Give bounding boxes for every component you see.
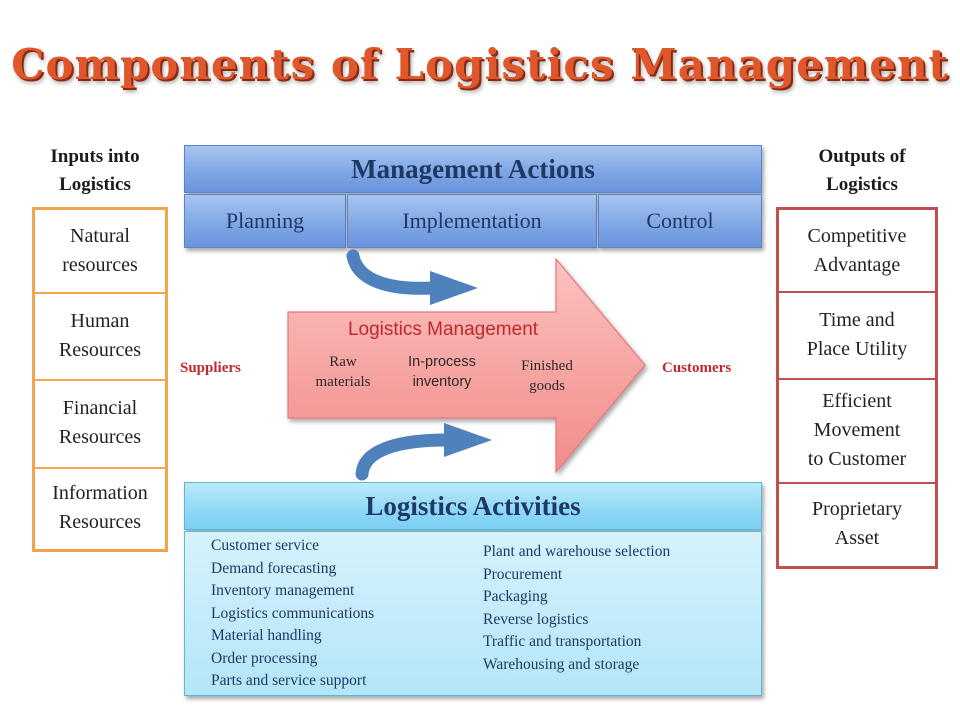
output-proprietary-asset: Proprietary Asset [779, 482, 935, 566]
input-line: Financial [62, 397, 138, 419]
output-efficient-movement: Efficient Movement to Customer [779, 378, 935, 484]
output-time-place-utility: Time and Place Utility [779, 291, 935, 380]
activity-item: Packaging [483, 588, 548, 605]
stage-in-process-inventory: In-process inventory [392, 352, 492, 392]
customers-label: Customers [662, 360, 732, 376]
activities-list-left: Customer service Demand forecasting Inve… [211, 535, 374, 693]
stage-finished-goods: Finished goods [502, 356, 592, 396]
logistics-management-arrow [287, 257, 646, 474]
stage-raw-materials: Raw materials [298, 352, 388, 392]
input-human-resources: Human Resources [35, 292, 165, 381]
management-cell-control: Control [598, 194, 762, 248]
stage-line: inventory [412, 374, 472, 390]
activities-list-right: Plant and warehouse selection Procuremen… [483, 541, 670, 676]
activity-item: Warehousing and storage [483, 655, 640, 673]
outputs-column: Competitive Advantage Time and Place Uti… [776, 207, 938, 569]
activity-item: Logistics communications [211, 604, 375, 622]
activity-item: Procurement [483, 565, 563, 583]
outputs-heading-line-1: Outputs of [818, 146, 906, 167]
input-line: Resources [58, 426, 142, 448]
activity-item: Reverse logistics [483, 610, 589, 628]
outputs-heading: Outputs of Logistics [786, 143, 938, 199]
output-line: Place Utility [806, 337, 908, 360]
activity-item: Plant and warehouse selection [483, 543, 671, 560]
activity-item: Material handling [211, 627, 322, 644]
management-actions-header: Management Actions [184, 145, 762, 193]
input-line: Natural [70, 225, 130, 247]
output-line: Competitive [807, 224, 907, 247]
page-title: Components of Logistics Management [11, 40, 949, 89]
curved-arrow-top [346, 249, 439, 295]
output-line: Time and [819, 308, 895, 331]
activity-item: Demand forecasting [211, 559, 337, 577]
input-line: Human [70, 309, 130, 332]
logistics-activities-body: Customer service Demand forecasting Inve… [184, 531, 762, 696]
output-line: Proprietary [812, 498, 902, 520]
activity-item: Order processing [211, 649, 318, 667]
activity-item: Parts and service support [211, 672, 367, 689]
input-line: Resources [58, 511, 142, 533]
output-line: Efficient [822, 389, 892, 412]
logistics-management-title: Logistics Management [347, 319, 539, 340]
output-line: Asset [834, 527, 880, 549]
activity-item: Inventory management [211, 582, 355, 599]
output-line: Movement [813, 418, 901, 441]
stage-line: In-process [408, 354, 476, 370]
inputs-heading: Inputs into Logistics [22, 143, 168, 199]
management-cell-implementation: Implementation [347, 194, 597, 248]
stage-line: goods [529, 378, 565, 394]
logistics-activities-header: Logistics Activities [184, 482, 762, 530]
output-line: to Customer [807, 447, 907, 470]
inputs-heading-line-2: Logistics [59, 174, 131, 195]
curved-arrow-top-head [430, 271, 478, 305]
input-line: resources [62, 254, 138, 276]
inputs-heading-line-1: Inputs into [50, 146, 140, 167]
input-line: Resources [58, 338, 142, 361]
curved-arrow-bottom-head [444, 423, 492, 457]
stage-line: Finished [521, 358, 573, 374]
input-natural-resources: Natural resources [35, 210, 165, 294]
output-line: Advantage [813, 253, 901, 276]
stage-line: materials [315, 374, 371, 390]
input-financial-resources: Financial Resources [35, 379, 165, 469]
inputs-column: Natural resources Human Resources Financ… [32, 207, 168, 552]
output-competitive-advantage: Competitive Advantage [779, 210, 935, 293]
input-information-resources: Information Resources [35, 467, 165, 549]
management-cell-planning: Planning [184, 194, 346, 248]
curved-arrow-bottom [355, 433, 453, 481]
stage-line: Raw [329, 354, 357, 370]
activity-item: Customer service [211, 537, 320, 554]
activity-item: Traffic and transportation [483, 633, 642, 650]
suppliers-label: Suppliers [180, 360, 241, 376]
input-line: Information [52, 482, 148, 504]
outputs-heading-line-2: Logistics [826, 174, 898, 195]
